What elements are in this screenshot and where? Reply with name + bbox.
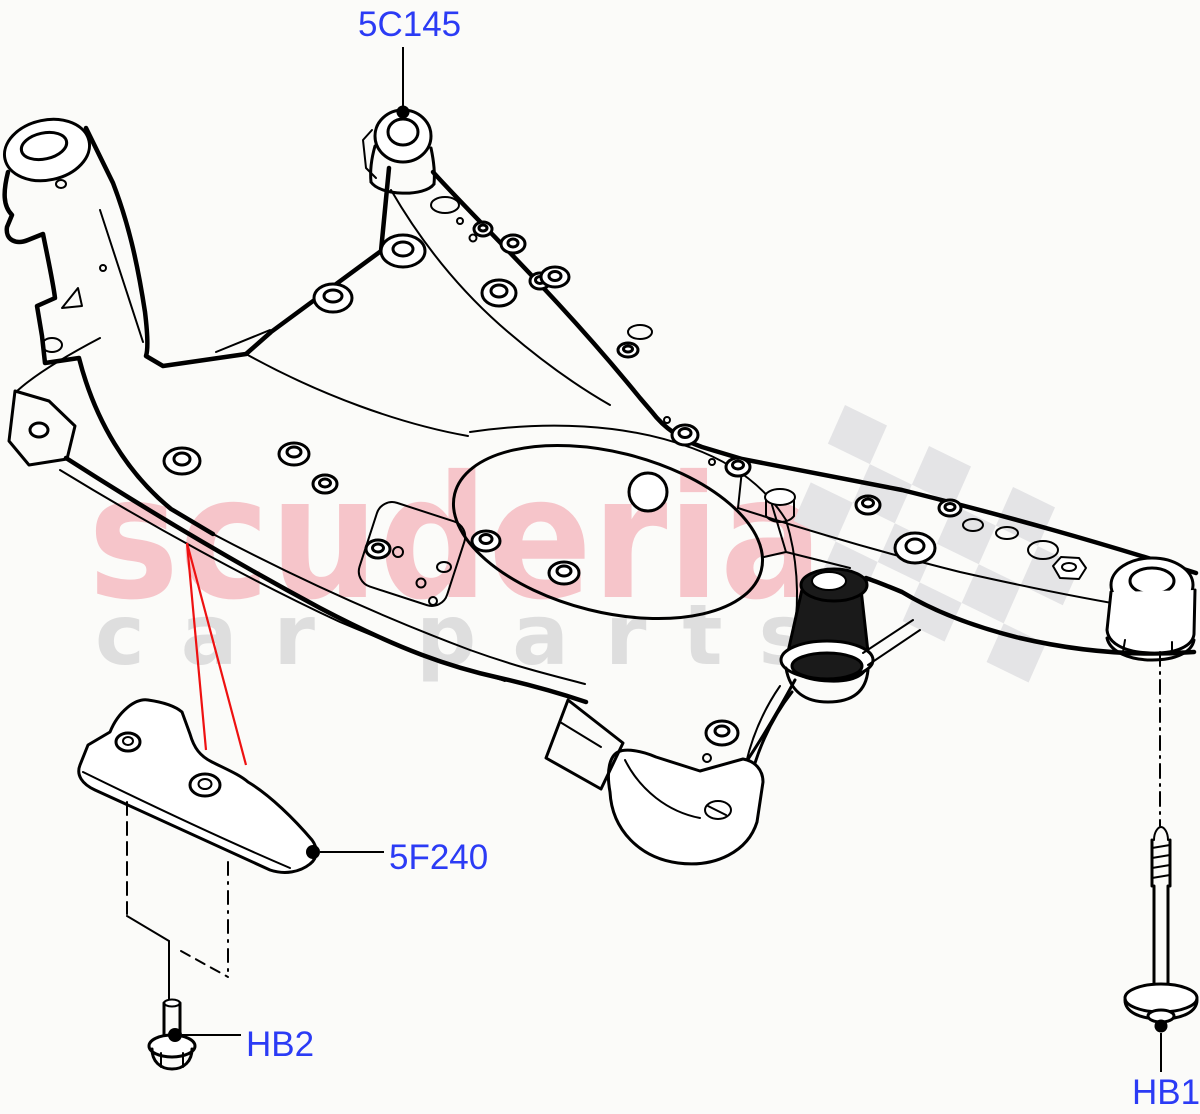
part-label-HB1[interactable]: HB1 [1132, 1073, 1200, 1112]
red-leader-lines [185, 542, 248, 766]
checkered-flag-watermark [793, 405, 1080, 683]
projection-dashed-lines [126, 801, 229, 1002]
part-label-5C145[interactable]: 5C145 [358, 5, 461, 44]
callout-dot-5F240 [306, 845, 320, 859]
callout-dot-HB1 [1154, 1019, 1168, 1033]
part-labels: 5C145 5F240 HB2 HB1 [246, 5, 1200, 1112]
watermark-brand: scuderia [88, 440, 823, 638]
watermark-tagline: car parts [95, 586, 845, 684]
callout-dot-5C145 [396, 105, 410, 119]
bolt-hb1-drawing [1123, 651, 1199, 1024]
part-label-HB2[interactable]: HB2 [246, 1025, 314, 1064]
subframe-crossmember-drawing [2, 108, 1199, 866]
bolt-hb2-drawing [147, 998, 197, 1071]
skid-plate-drawing [77, 698, 318, 874]
callout-leaders [168, 47, 1168, 1072]
bottom-bracket [544, 698, 765, 866]
callout-dot-HB2 [168, 1028, 182, 1042]
part-label-5F240[interactable]: 5F240 [389, 838, 488, 877]
watermark-layer: scuderia car parts [88, 405, 1080, 684]
cone-bushing [779, 567, 921, 704]
grommets [162, 220, 963, 586]
